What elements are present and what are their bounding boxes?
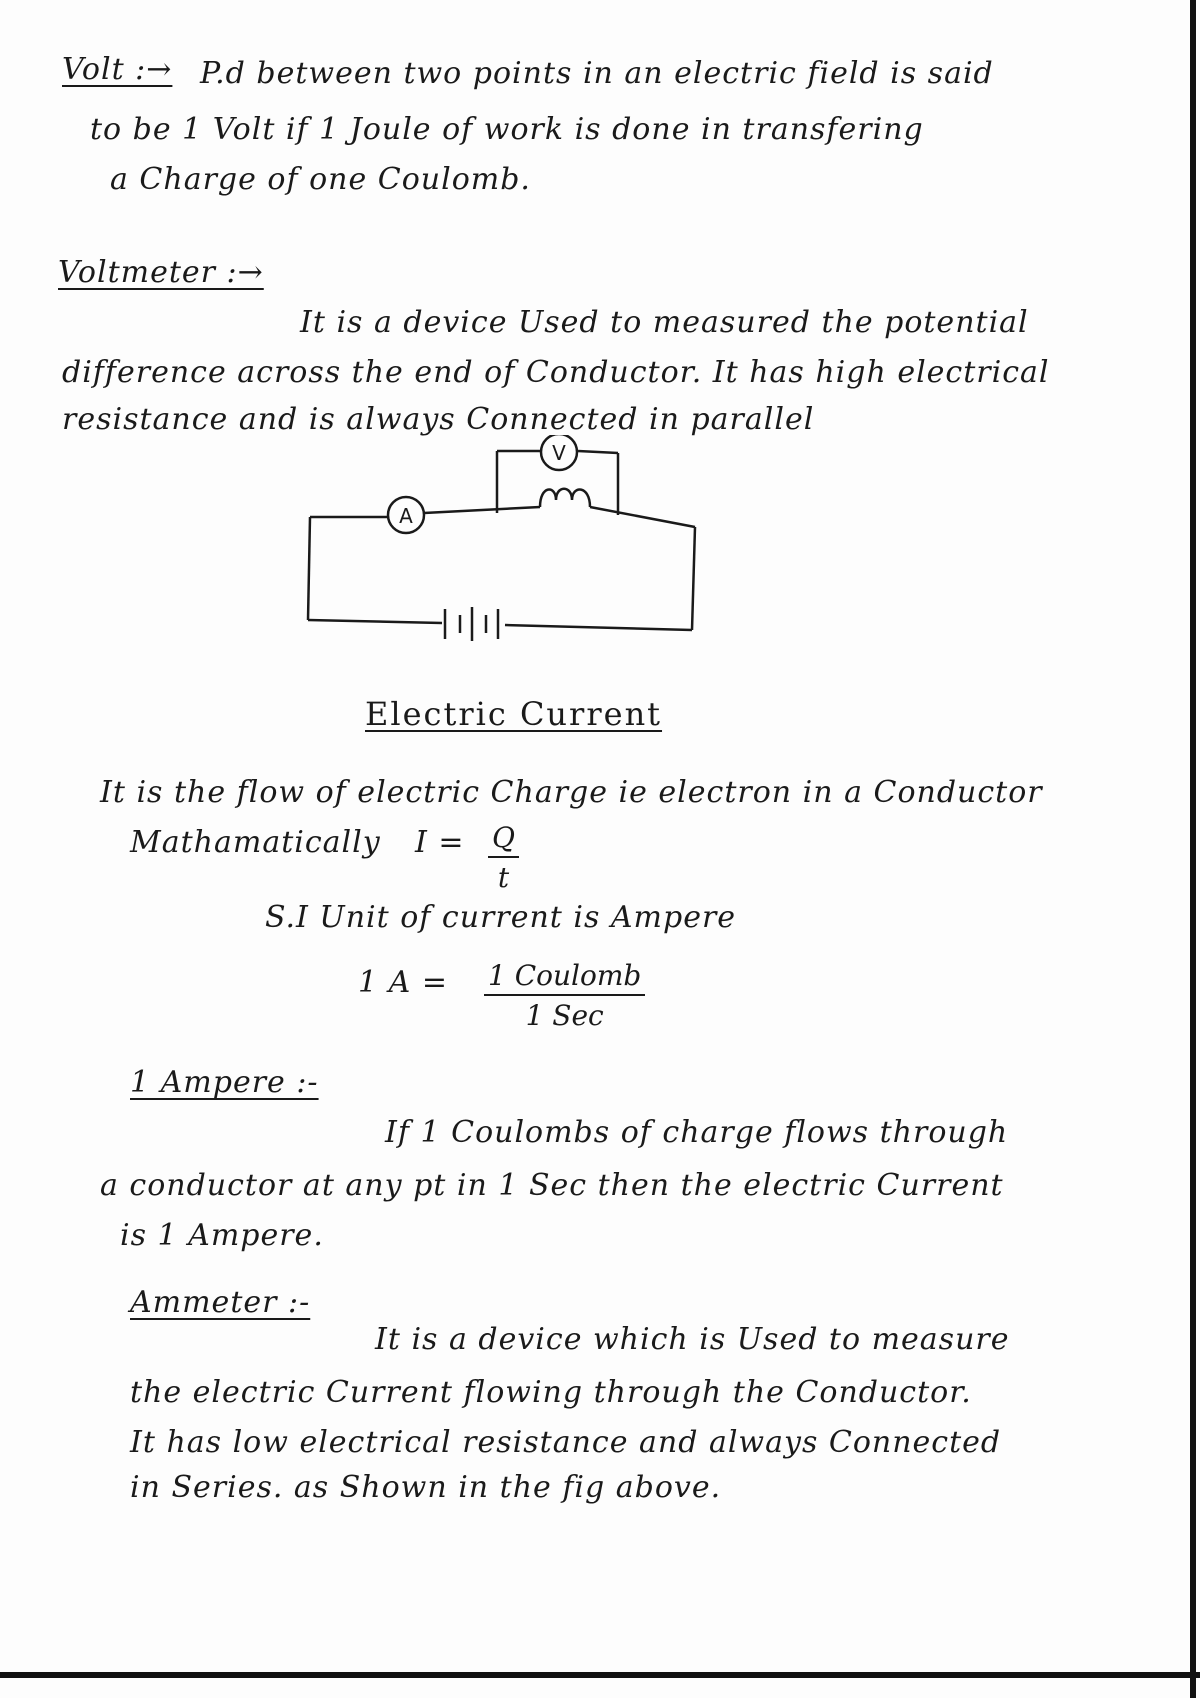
wire-left [306, 516, 312, 621]
wire-right [690, 526, 697, 631]
page-edge-bottom [0, 1672, 1200, 1678]
page-edge-right [1190, 0, 1196, 1698]
ammeter-line-1: It is a device which is Used to measure [375, 1322, 1010, 1357]
current-formula-denominator: t [497, 861, 510, 894]
wire-top-middle [423, 505, 541, 515]
voltmeter-label: V [552, 441, 566, 465]
volt-line-2: to be 1 Volt if 1 Joule of work is done … [90, 112, 924, 147]
ammeter-line-4: in Series. as Shown in the fig above. [130, 1470, 722, 1505]
circuit-diagram: A V [306, 435, 697, 641]
ampere-definition-fraction: 1 Coulomb 1 Sec [484, 960, 646, 1032]
si-unit-line: S.I Unit of current is Ampere [265, 900, 737, 935]
ammeter-line-2: the electric Current flowing through the… [130, 1375, 972, 1410]
wire-bottom-right [504, 623, 693, 632]
electric-current-heading: Electric Current [365, 695, 662, 733]
current-formula-fraction: Q t [488, 822, 519, 894]
ampere-definition-lhs: 1 A = [358, 965, 448, 1000]
electric-current-line-1: It is the flow of electric Charge ie ele… [100, 775, 1043, 810]
voltmeter-symbol [539, 435, 579, 472]
ampere-definition-denominator: 1 Sec [525, 999, 604, 1032]
one-ampere-line-2: a conductor at any pt in 1 Sec then the … [100, 1168, 1004, 1203]
voltmeter-line-1: It is a device Used to measured the pote… [300, 305, 1029, 340]
current-formula-lhs: I = [415, 825, 465, 860]
one-ampere-line-1: If 1 Coulombs of charge flows through [385, 1115, 1009, 1150]
current-formula-numerator: Q [488, 822, 519, 858]
mathematically-label: Mathamatically [130, 825, 381, 860]
voltmeter-wire-right [577, 449, 619, 455]
one-ampere-heading: 1 Ampere :- [130, 1065, 319, 1100]
ammeter-line-3: It has low electrical resistance and alw… [130, 1425, 1002, 1460]
ammeter-heading: Ammeter :- [130, 1285, 311, 1320]
lamp-coil [538, 487, 592, 508]
volt-line-1: P.d between two points in an electric fi… [200, 56, 994, 91]
voltmeter-heading: Voltmeter :→ [58, 255, 264, 290]
electric-current-heading-text: Electric Current [365, 695, 663, 733]
voltmeter-line-2: difference across the end of Conductor. … [62, 355, 1050, 390]
ammeter-label: A [399, 504, 413, 528]
voltmeter-line-3: resistance and is always Connected in pa… [62, 402, 815, 437]
wire-bottom-left [307, 618, 443, 625]
volt-line-3: a Charge of one Coulomb. [110, 162, 531, 197]
volt-heading: Volt :→ [62, 52, 173, 87]
wire-top-right [589, 505, 696, 529]
one-ampere-line-3: is 1 Ampere. [120, 1218, 324, 1253]
ammeter-symbol [386, 495, 426, 535]
ampere-definition-numerator: 1 Coulomb [484, 960, 646, 996]
